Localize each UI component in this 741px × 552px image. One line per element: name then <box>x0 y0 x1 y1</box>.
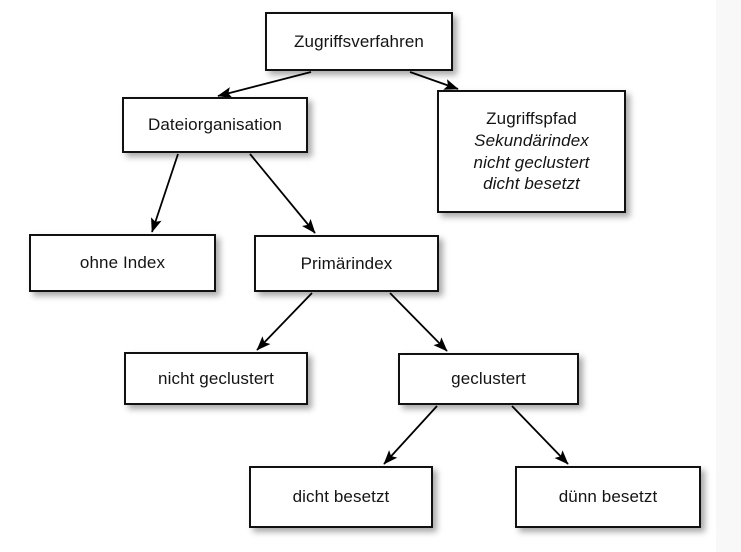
node-label: dünn besetzt <box>558 487 658 507</box>
node-geclustert[interactable]: geclustert <box>398 353 579 405</box>
node-primaerindex[interactable]: Primärindex <box>254 235 439 292</box>
node-dateiorganisation[interactable]: Dateiorganisation <box>122 97 308 153</box>
node-label: dicht besetzt <box>292 487 390 507</box>
node-label: geclustert <box>451 369 526 389</box>
node-label: ohne Index <box>79 253 166 273</box>
node-label: Primärindex <box>300 253 393 273</box>
edge-dateiorganisation-to-ohne-index <box>151 153 179 233</box>
right-side-panel <box>716 0 741 552</box>
edge-dateiorganisation-to-primaerindex <box>249 153 316 234</box>
node-label: nicht geclustert <box>473 152 590 172</box>
node-label: dicht besetzt <box>483 174 580 194</box>
node-zugriffsverfahren[interactable]: Zugriffsverfahren <box>265 12 453 71</box>
node-label: nicht geclustert <box>158 368 274 388</box>
node-nicht-geclustert[interactable]: nicht geclustert <box>124 352 308 405</box>
node-duenn-besetzt[interactable]: dünn besetzt <box>515 466 701 528</box>
node-label: Zugriffspfad <box>486 109 577 128</box>
edge-zugriffsverfahren-to-dateiorganisation <box>217 71 312 98</box>
edge-primaerindex-to-nicht-geclustert <box>256 292 313 351</box>
node-ohne-index[interactable]: ohne Index <box>29 234 216 292</box>
node-label: Sekundärindex <box>474 130 589 150</box>
edge-geclustert-to-dicht-besetzt <box>383 405 438 465</box>
node-label: Zugriffsverfahren <box>294 31 424 51</box>
edge-zugriffsverfahren-to-zugriffspfad <box>409 71 459 90</box>
edges <box>151 71 569 465</box>
edge-geclustert-to-duenn-besetzt <box>511 405 569 465</box>
node-dicht-besetzt[interactable]: dicht besetzt <box>249 466 433 528</box>
edge-primaerindex-to-geclustert <box>389 292 448 352</box>
node-label: Dateiorganisation <box>147 115 282 135</box>
